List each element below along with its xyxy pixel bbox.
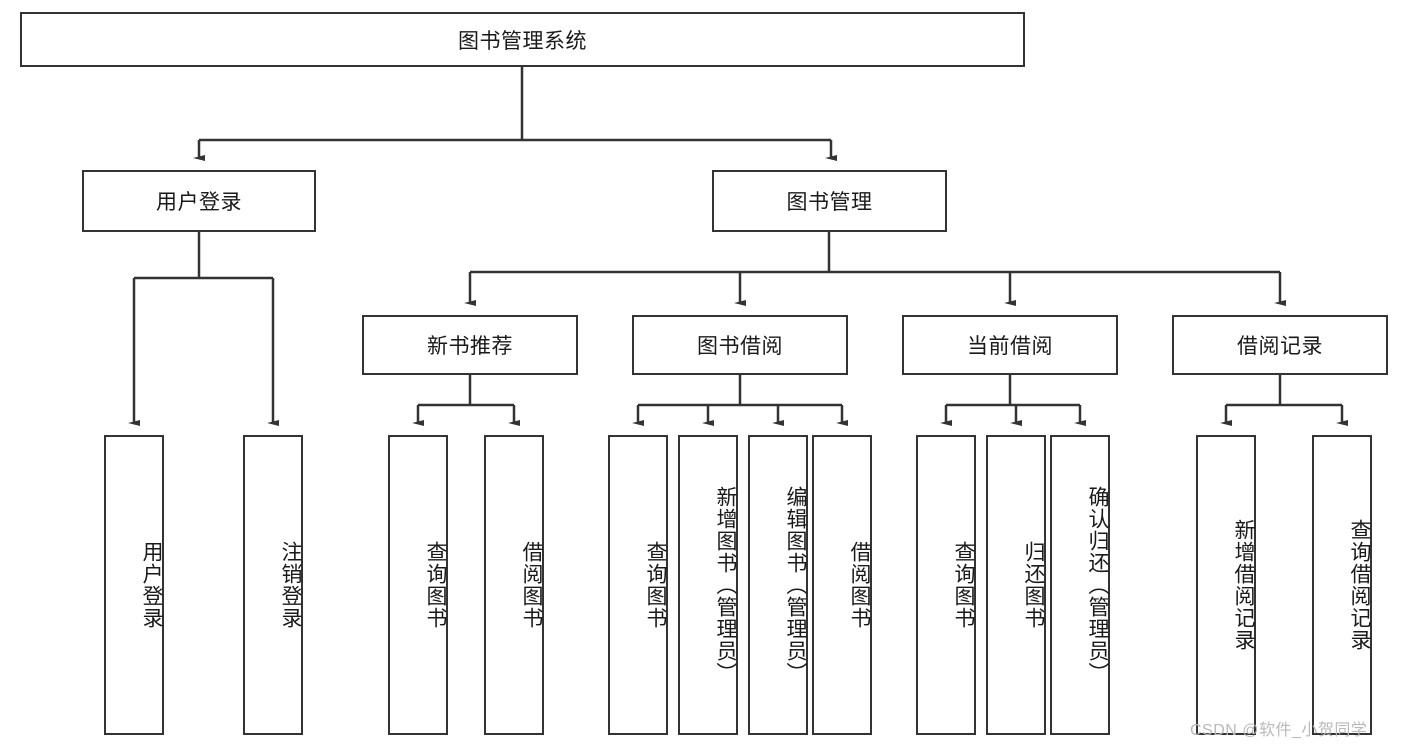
- node-leaf-query-book-cb[interactable]: 查询图书: [916, 435, 976, 735]
- node-leaf-user-logout-label: 注销登录: [279, 541, 302, 629]
- node-leaf-user-logout[interactable]: 注销登录: [243, 435, 303, 735]
- node-user-login-label: 用户登录: [156, 191, 242, 214]
- node-leaf-confirm-return-label: 确认归还（管理员）: [1086, 486, 1109, 684]
- node-current-borrow-label: 当前借阅: [967, 335, 1053, 358]
- node-leaf-add-book[interactable]: 新增图书（管理员）: [678, 435, 738, 735]
- node-leaf-user-login-label: 用户登录: [140, 541, 163, 629]
- node-new-book-recommend-label: 新书推荐: [427, 335, 513, 358]
- node-leaf-query-book-cb-label: 查询图书: [952, 541, 975, 629]
- node-book-manage[interactable]: 图书管理: [712, 170, 947, 232]
- node-leaf-edit-book-label: 编辑图书（管理员）: [784, 486, 807, 684]
- node-root[interactable]: 图书管理系统: [20, 12, 1025, 67]
- node-leaf-query-book-rec[interactable]: 查询图书: [388, 435, 448, 735]
- node-leaf-borrow-book-rec[interactable]: 借阅图书: [484, 435, 544, 735]
- node-leaf-confirm-return[interactable]: 确认归还（管理员）: [1050, 435, 1110, 735]
- node-leaf-query-book-bb-label: 查询图书: [644, 541, 667, 629]
- node-leaf-query-book-rec-label: 查询图书: [424, 541, 447, 629]
- node-leaf-return-book-label: 归还图书: [1022, 541, 1045, 629]
- node-leaf-user-login[interactable]: 用户登录: [104, 435, 164, 735]
- node-book-manage-label: 图书管理: [786, 191, 873, 214]
- node-leaf-borrow-book-bb[interactable]: 借阅图书: [812, 435, 872, 735]
- node-leaf-query-record[interactable]: 查询借阅记录: [1312, 435, 1372, 735]
- node-leaf-return-book[interactable]: 归还图书: [986, 435, 1046, 735]
- node-root-label: 图书管理系统: [458, 29, 587, 53]
- node-leaf-query-record-label: 查询借阅记录: [1348, 519, 1371, 651]
- node-leaf-query-book-bb[interactable]: 查询图书: [608, 435, 668, 735]
- node-leaf-borrow-book-rec-label: 借阅图书: [520, 541, 543, 629]
- node-leaf-borrow-book-bb-label: 借阅图书: [848, 541, 871, 629]
- node-leaf-add-record-label: 新增借阅记录: [1232, 519, 1255, 651]
- node-current-borrow[interactable]: 当前借阅: [902, 315, 1118, 375]
- node-book-borrow-label: 图书借阅: [697, 335, 783, 358]
- node-leaf-edit-book[interactable]: 编辑图书（管理员）: [748, 435, 808, 735]
- watermark: CSDN @软件_小贺同学: [1190, 722, 1368, 739]
- node-leaf-add-record[interactable]: 新增借阅记录: [1196, 435, 1256, 735]
- node-user-login[interactable]: 用户登录: [82, 170, 316, 232]
- node-leaf-add-book-label: 新增图书（管理员）: [714, 486, 737, 684]
- node-borrow-record[interactable]: 借阅记录: [1172, 315, 1388, 375]
- node-book-borrow[interactable]: 图书借阅: [632, 315, 848, 375]
- node-new-book-recommend[interactable]: 新书推荐: [362, 315, 578, 375]
- node-borrow-record-label: 借阅记录: [1237, 335, 1323, 358]
